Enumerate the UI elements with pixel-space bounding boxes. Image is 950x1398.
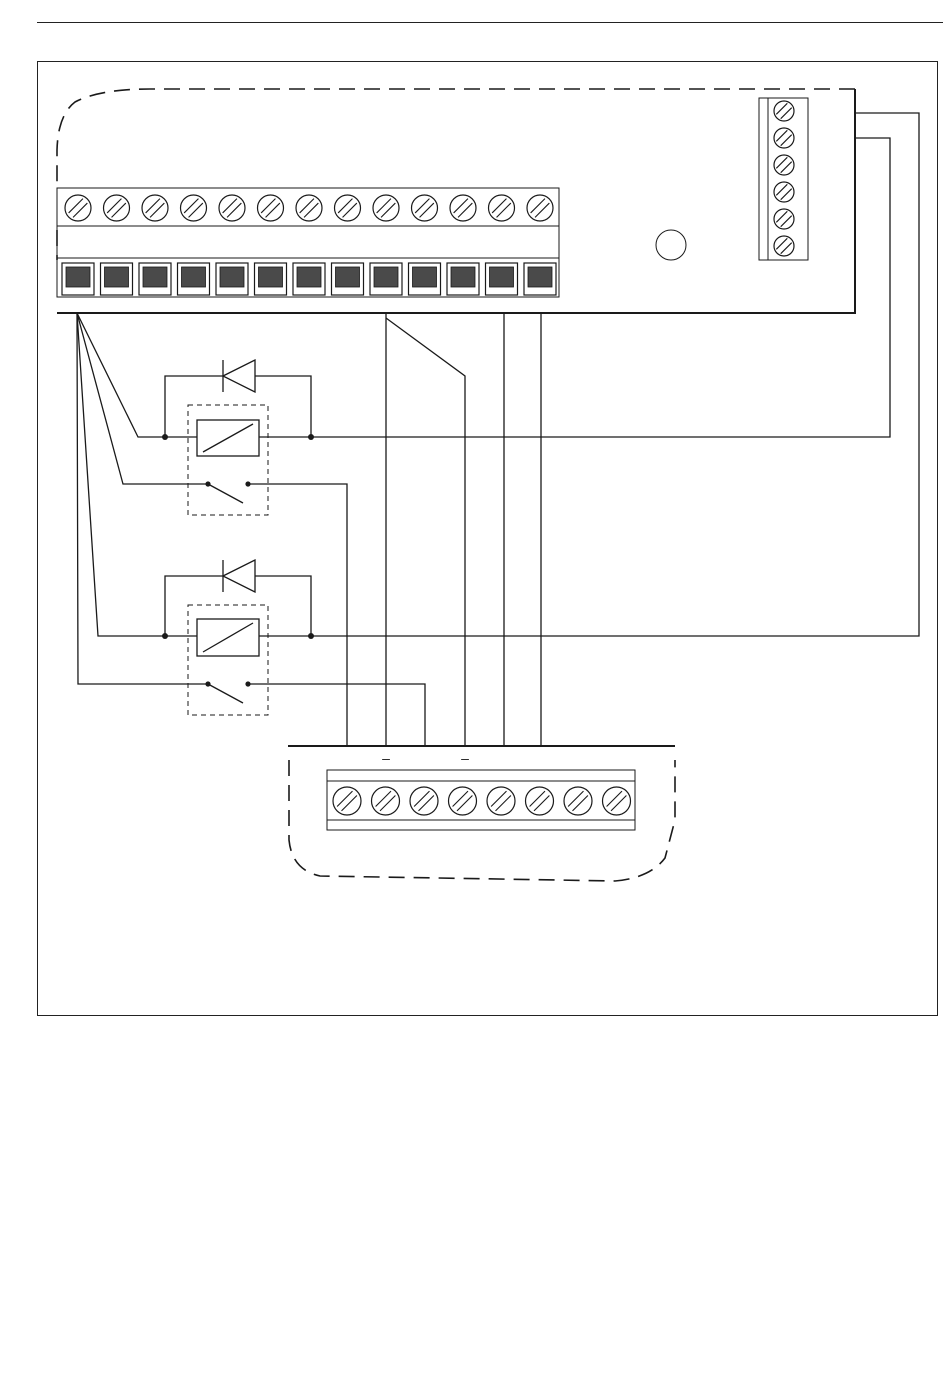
plug-terminal	[293, 263, 325, 295]
relay-2-enclosure	[188, 605, 268, 715]
diode-2	[223, 560, 255, 592]
lower-screw-terminal	[333, 787, 361, 815]
top-screw-terminal	[296, 195, 322, 221]
relay-1-contact	[205, 481, 250, 503]
top-screw-row	[65, 195, 553, 221]
minus-marking-1: –	[382, 750, 390, 766]
top-screw-terminal	[104, 195, 130, 221]
plug-terminal	[255, 263, 287, 295]
plug-terminal	[216, 263, 248, 295]
bus-wires	[248, 313, 541, 746]
lower-terminal-housing: – –	[288, 746, 675, 881]
lower-screw-terminal	[410, 787, 438, 815]
lower-screw-terminal	[372, 787, 400, 815]
left-fan-wires	[77, 313, 208, 684]
plug-terminal	[524, 263, 556, 295]
relay-2	[162, 560, 314, 715]
top-screw-terminal	[450, 195, 476, 221]
side-screw-terminal	[774, 182, 794, 202]
right-feed-wires	[311, 113, 919, 636]
plug-terminal	[447, 263, 479, 295]
lower-screw-terminal	[487, 787, 515, 815]
side-screw-terminal	[774, 101, 794, 121]
relay-1-enclosure	[188, 405, 268, 515]
lower-screw-terminal	[526, 787, 554, 815]
top-screw-terminal	[219, 195, 245, 221]
diode-1	[223, 360, 255, 392]
side-terminal-strip	[759, 98, 808, 260]
indicator-led	[656, 230, 686, 260]
top-screw-terminal	[181, 195, 207, 221]
side-screw-terminal	[774, 155, 794, 175]
top-screw-terminal	[373, 195, 399, 221]
minus-marking-2: –	[461, 750, 469, 766]
relay-1	[162, 360, 314, 515]
plug-terminal	[370, 263, 402, 295]
top-screw-terminal	[258, 195, 284, 221]
plug-terminal	[486, 263, 518, 295]
lower-screw-row	[333, 787, 631, 815]
relay-2-contact	[205, 681, 250, 703]
plug-terminal	[178, 263, 210, 295]
top-screw-terminal	[412, 195, 438, 221]
top-terminal-strip	[57, 188, 559, 297]
top-screw-terminal	[142, 195, 168, 221]
side-screw-column	[774, 101, 794, 256]
plug-terminal	[139, 263, 171, 295]
plug-terminal-row	[62, 263, 556, 295]
lower-screw-terminal	[603, 787, 631, 815]
top-screw-terminal	[489, 195, 515, 221]
top-screw-terminal	[527, 195, 553, 221]
lower-screw-terminal	[564, 787, 592, 815]
top-screw-terminal	[335, 195, 361, 221]
side-screw-terminal	[774, 236, 794, 256]
top-screw-terminal	[65, 195, 91, 221]
side-screw-terminal	[774, 128, 794, 148]
plug-terminal	[332, 263, 364, 295]
lower-screw-terminal	[449, 787, 477, 815]
plug-terminal	[101, 263, 133, 295]
side-screw-terminal	[774, 209, 794, 229]
plug-terminal	[62, 263, 94, 295]
plug-terminal	[409, 263, 441, 295]
